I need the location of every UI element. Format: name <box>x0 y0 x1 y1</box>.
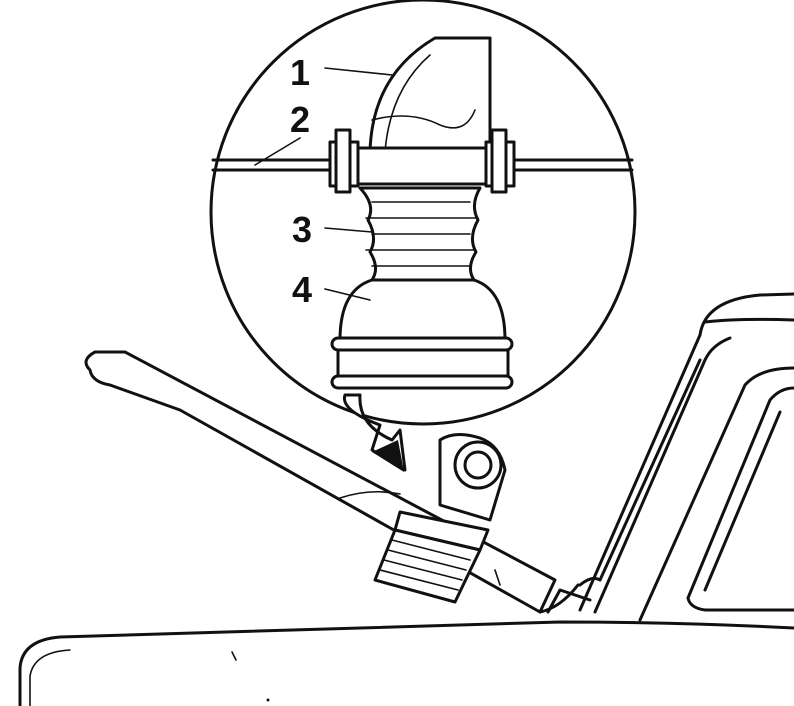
leader-line-4 <box>324 288 371 301</box>
leader-line-2 <box>254 137 301 166</box>
leader-line-1 <box>324 67 393 76</box>
leader-line-3 <box>324 227 373 233</box>
speck <box>231 651 237 661</box>
callout-1: 1 <box>290 52 310 93</box>
detail-inset <box>209 0 637 426</box>
callout-2: 2 <box>290 99 310 140</box>
callout-4: 4 <box>292 269 312 310</box>
vehicle-body <box>18 292 794 706</box>
speck <box>266 698 270 702</box>
boot-installed <box>373 433 507 604</box>
intake-pipe <box>84 350 592 614</box>
arrow-icon <box>342 393 407 472</box>
callout-labels: 1 2 3 4 <box>290 52 312 310</box>
leader-lines <box>254 67 393 301</box>
callout-3: 3 <box>292 209 312 250</box>
